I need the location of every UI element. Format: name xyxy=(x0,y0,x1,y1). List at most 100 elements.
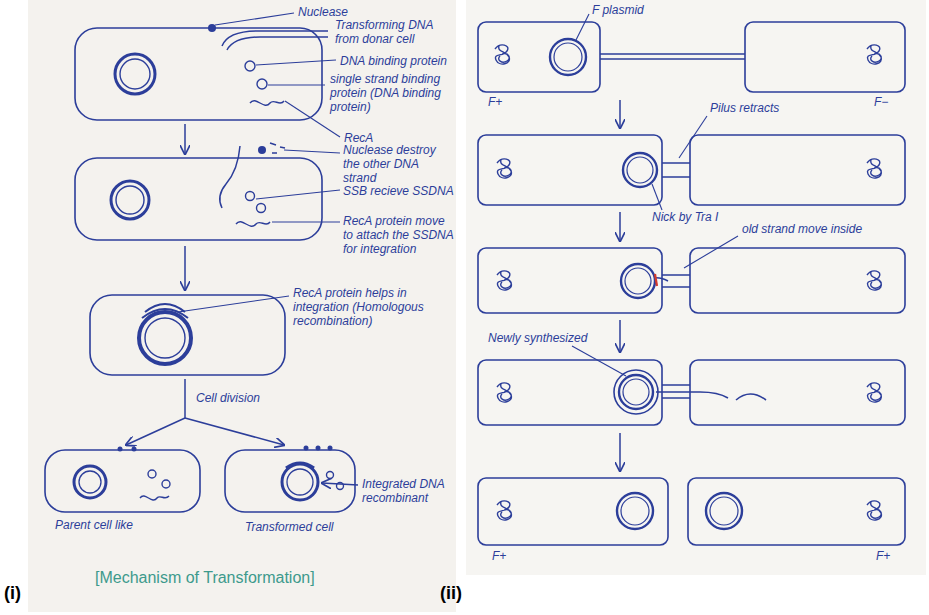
step-note: old strand move inside xyxy=(742,222,892,236)
chromosome-squiggle xyxy=(497,501,511,520)
binding-protein xyxy=(140,61,344,500)
f-plasmid xyxy=(623,379,649,405)
part-label: Integrated DNA recombinant xyxy=(362,477,454,505)
leader-line xyxy=(652,184,662,210)
binding-protein xyxy=(245,61,255,71)
strain-label: F+ xyxy=(876,549,906,563)
chromosome-squiggle xyxy=(495,45,509,64)
step-note: Nuclease destroy the other DNA strand xyxy=(343,143,455,185)
leader-line xyxy=(576,14,589,40)
binding-protein xyxy=(250,101,284,106)
transferred-strand xyxy=(656,392,728,398)
flow-arrow xyxy=(619,320,621,352)
nuclease-dot xyxy=(258,146,266,154)
panel-number: (ii) xyxy=(440,582,474,604)
strain-label: F+ xyxy=(492,549,522,563)
chromosome-circle xyxy=(139,312,191,364)
part-label: single strand binding protein (DNA bindi… xyxy=(330,72,454,114)
f-plasmid xyxy=(627,157,653,183)
leader-line xyxy=(256,60,336,65)
f-plasmid xyxy=(625,268,651,294)
nuclease-dot xyxy=(118,24,333,452)
binding-protein xyxy=(327,472,334,479)
binding-protein xyxy=(140,496,169,500)
step-note: Cell division xyxy=(196,391,286,405)
leader-line xyxy=(178,296,289,312)
binding-protein xyxy=(148,470,156,478)
transferred-strand xyxy=(654,278,766,400)
leader-line xyxy=(178,13,340,312)
flow-arrow xyxy=(619,100,621,471)
bacterial-cell xyxy=(690,360,905,425)
chromosome-squiggle xyxy=(867,383,881,402)
strain-label: F− xyxy=(874,95,904,109)
part-label: Newly synthesized xyxy=(488,331,618,345)
flow-arrow xyxy=(126,418,185,445)
flow-arrow xyxy=(619,100,621,128)
donor-dna xyxy=(227,37,328,50)
flow-arrow xyxy=(184,246,186,290)
leader-line xyxy=(572,14,738,376)
flow-arrow xyxy=(322,483,358,485)
nick-mark xyxy=(655,274,657,286)
chromosome-circle xyxy=(287,469,313,495)
binding-protein xyxy=(257,204,266,213)
f-plasmid xyxy=(623,153,657,187)
donor-dna xyxy=(220,146,240,208)
step-note: RecA protein move to attach the SSDNA fo… xyxy=(343,214,455,256)
integrated-dna xyxy=(286,463,314,468)
f-plasmid xyxy=(706,493,742,529)
nuclease-dot xyxy=(328,446,333,451)
flow-arrow xyxy=(185,418,284,445)
panel-number: (i) xyxy=(4,582,38,604)
chromosome-squiggle xyxy=(497,271,511,290)
step-note: SSB recieve SSDNA xyxy=(343,184,455,198)
chromosome-circle xyxy=(116,186,144,214)
bacterial-cell xyxy=(688,478,905,545)
bacterial-cell xyxy=(90,295,285,375)
bacterial-cell xyxy=(225,450,355,512)
binding-protein xyxy=(162,480,170,488)
bacterial-cell xyxy=(690,248,905,313)
part-label: F plasmid xyxy=(592,3,682,17)
leader-line xyxy=(215,13,294,25)
part-label: Nuclease xyxy=(298,5,378,19)
flow-arrow xyxy=(619,212,621,241)
bacterial-cell xyxy=(478,135,662,205)
integrated-dna xyxy=(145,304,185,312)
flow-arrow xyxy=(184,124,186,154)
part-label: DNA binding protein xyxy=(340,54,456,68)
bacterial-cell xyxy=(478,22,600,92)
binding-protein xyxy=(246,192,255,201)
leader-line xyxy=(679,116,707,158)
donor-dna xyxy=(220,31,328,208)
flow-arrow xyxy=(619,433,621,471)
leader-line xyxy=(256,190,340,199)
donor-dna xyxy=(222,31,328,46)
bacterial-cell xyxy=(690,135,905,205)
bacterial-cell xyxy=(75,158,322,240)
bacterial-cell xyxy=(75,28,322,120)
step-note: Nick by Tra I xyxy=(652,210,732,224)
chromosome-circle xyxy=(79,471,101,493)
leader-line xyxy=(268,84,325,85)
flow-arrow xyxy=(184,379,186,418)
chromosome-squiggle xyxy=(867,271,881,290)
caption-text: [Mechanism of Transformation] xyxy=(95,568,415,588)
cell-label: Transformed cell xyxy=(245,520,335,534)
f-plasmid xyxy=(619,375,653,409)
leader-line xyxy=(684,236,738,268)
chromosome-squiggle xyxy=(867,501,881,520)
strain-label: F+ xyxy=(488,95,518,109)
bacterial-cell xyxy=(478,22,905,545)
f-plasmid xyxy=(617,493,653,529)
chromosome-circle xyxy=(282,464,318,500)
f-plasmid xyxy=(621,497,649,525)
paper-sheet xyxy=(28,0,926,612)
nuclease-dot xyxy=(132,447,137,452)
bacterial-cell xyxy=(45,28,355,512)
bacterial-cell xyxy=(45,450,200,512)
chromosome-squiggle xyxy=(867,45,881,64)
donor-dna xyxy=(270,143,285,153)
